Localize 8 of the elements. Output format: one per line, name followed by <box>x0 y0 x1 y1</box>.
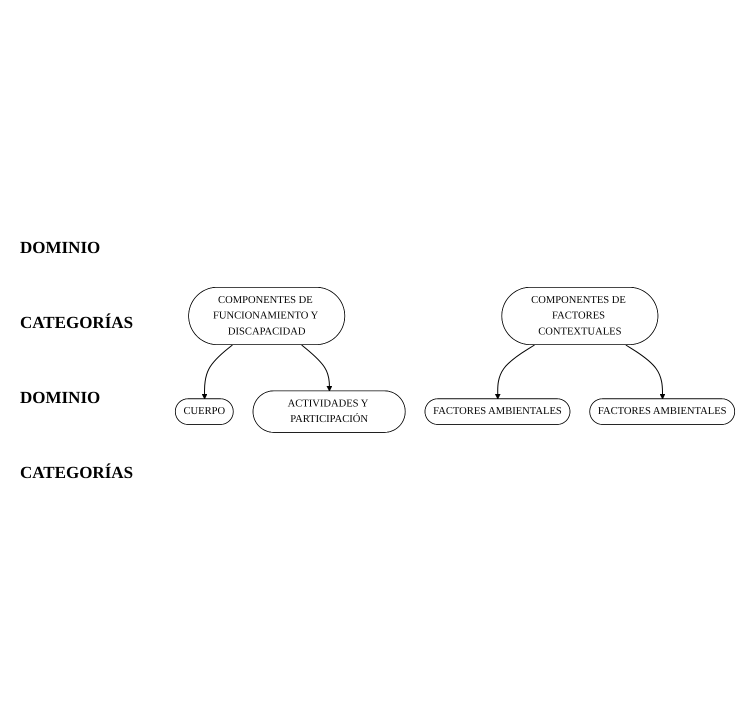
arrow <box>625 344 666 400</box>
row-label: CATEGORÍAS <box>20 462 134 482</box>
arrow <box>202 344 233 400</box>
row-label: DOMINIO <box>20 238 102 258</box>
arrow <box>494 344 536 400</box>
row-label: DOMINIO <box>20 388 102 408</box>
arrow <box>301 344 332 392</box>
row-label: CATEGORÍAS <box>20 312 134 332</box>
